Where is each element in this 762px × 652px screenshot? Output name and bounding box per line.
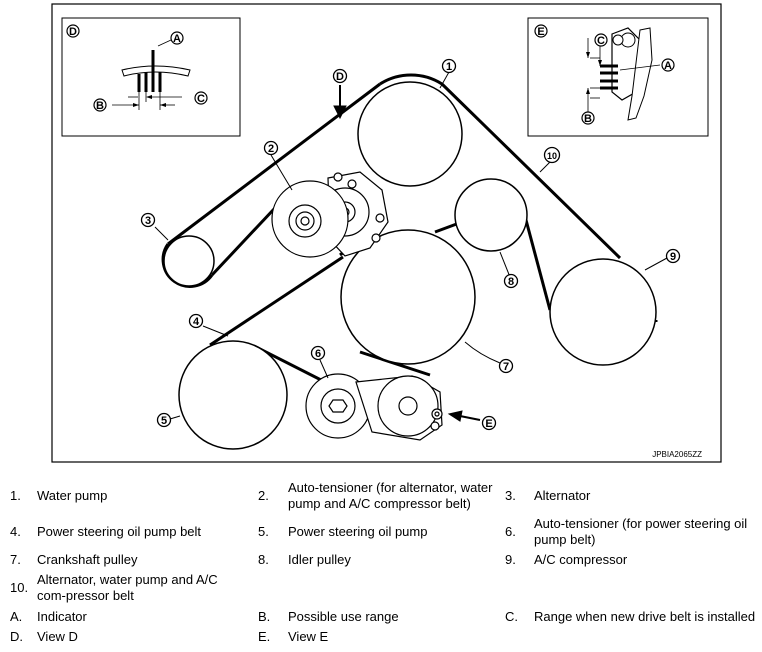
svg-text:1: 1 bbox=[446, 61, 452, 73]
callout-10: 10 bbox=[543, 146, 561, 164]
inset-view-d: D A B C bbox=[61, 17, 241, 137]
legend-num: 2. bbox=[258, 488, 269, 503]
svg-text:5: 5 bbox=[161, 415, 167, 427]
callout-1: 1 bbox=[441, 58, 457, 74]
legend-text: Possible use range bbox=[288, 609, 399, 624]
legend-text: Indicator bbox=[37, 609, 87, 624]
legend-num: 5. bbox=[258, 524, 269, 539]
legend-num: 7. bbox=[10, 552, 21, 567]
legend-num: 10. bbox=[10, 580, 29, 595]
leader-lines bbox=[154, 71, 668, 420]
callout-7: 7 bbox=[498, 358, 514, 374]
svg-text:D: D bbox=[69, 26, 77, 38]
legend-num: E. bbox=[258, 629, 271, 644]
legend-text: Alternator, water pump and A/C com-press… bbox=[37, 572, 218, 603]
legend-text: Alternator bbox=[534, 488, 591, 503]
legend-num: D. bbox=[10, 629, 23, 644]
legend-num: A. bbox=[10, 609, 23, 624]
legend-num: 9. bbox=[505, 552, 516, 567]
legend-num: 8. bbox=[258, 552, 269, 567]
svg-text:3: 3 bbox=[145, 215, 151, 227]
svg-text:8: 8 bbox=[508, 276, 514, 288]
power-steering-pump-pulley bbox=[178, 340, 288, 450]
callout-4: 4 bbox=[188, 313, 204, 329]
alternator-pulley bbox=[163, 235, 215, 287]
svg-text:B: B bbox=[584, 113, 592, 125]
inset-view-e: E C A B bbox=[527, 17, 709, 137]
auto-tensioner-lower bbox=[305, 373, 443, 441]
callout-2: 2 bbox=[263, 140, 279, 156]
svg-text:6: 6 bbox=[315, 348, 321, 360]
svg-text:10: 10 bbox=[547, 151, 557, 161]
ac-compressor-pulley bbox=[549, 258, 657, 366]
legend-text: Power steering oil pump bbox=[288, 524, 428, 539]
legend-text: Range when new drive belt is installed bbox=[534, 609, 756, 624]
legend-text: Idler pulley bbox=[288, 552, 351, 567]
svg-text:E: E bbox=[485, 418, 492, 430]
figure-code: JPBIA2065ZZ bbox=[652, 450, 702, 459]
svg-text:E: E bbox=[537, 26, 544, 38]
auto-tensioner-upper bbox=[271, 171, 389, 258]
water-pump-pulley bbox=[357, 81, 463, 187]
svg-text:C: C bbox=[197, 93, 205, 105]
callout-6: 6 bbox=[310, 345, 326, 361]
view-arrows bbox=[333, 85, 481, 422]
legend-text: Auto-tensioner (for power steering oil p… bbox=[534, 516, 748, 547]
svg-text:9: 9 bbox=[670, 251, 676, 263]
svg-text:4: 4 bbox=[193, 316, 200, 328]
idler-pulley bbox=[454, 178, 528, 252]
legend-num: 6. bbox=[505, 524, 516, 539]
svg-text:A: A bbox=[664, 60, 672, 72]
svg-text:2: 2 bbox=[268, 143, 274, 155]
legend-text: View D bbox=[37, 629, 78, 644]
svg-text:C: C bbox=[597, 35, 605, 47]
svg-text:7: 7 bbox=[503, 361, 509, 373]
svg-text:A: A bbox=[173, 33, 181, 45]
legend-num: 1. bbox=[10, 488, 21, 503]
legend-num: B. bbox=[258, 609, 271, 624]
legend-num: C. bbox=[505, 609, 518, 624]
callout-3: 3 bbox=[140, 212, 156, 228]
belt-routing-diagram: 1 2 3 4 5 6 7 8 9 10 D E bbox=[51, 3, 722, 463]
legend-num: 3. bbox=[505, 488, 516, 503]
crankshaft-pulley bbox=[340, 229, 476, 365]
callout-9: 9 bbox=[665, 248, 681, 264]
legend-num: 4. bbox=[10, 524, 21, 539]
legend-text: Auto-tensioner (for alternator, water pu… bbox=[288, 480, 493, 511]
legend-text: Crankshaft pulley bbox=[37, 552, 138, 567]
callout-view-e: E bbox=[481, 415, 497, 431]
callout-8: 8 bbox=[503, 273, 519, 289]
legend-text: Water pump bbox=[37, 488, 108, 503]
legend-text: Power steering oil pump belt bbox=[37, 524, 202, 539]
legend-text: View E bbox=[288, 629, 329, 644]
svg-text:D: D bbox=[336, 71, 344, 83]
svg-text:B: B bbox=[96, 100, 104, 112]
callout-5: 5 bbox=[156, 412, 172, 428]
callout-view-d: D bbox=[332, 68, 348, 84]
legend-text: A/C compressor bbox=[534, 552, 628, 567]
